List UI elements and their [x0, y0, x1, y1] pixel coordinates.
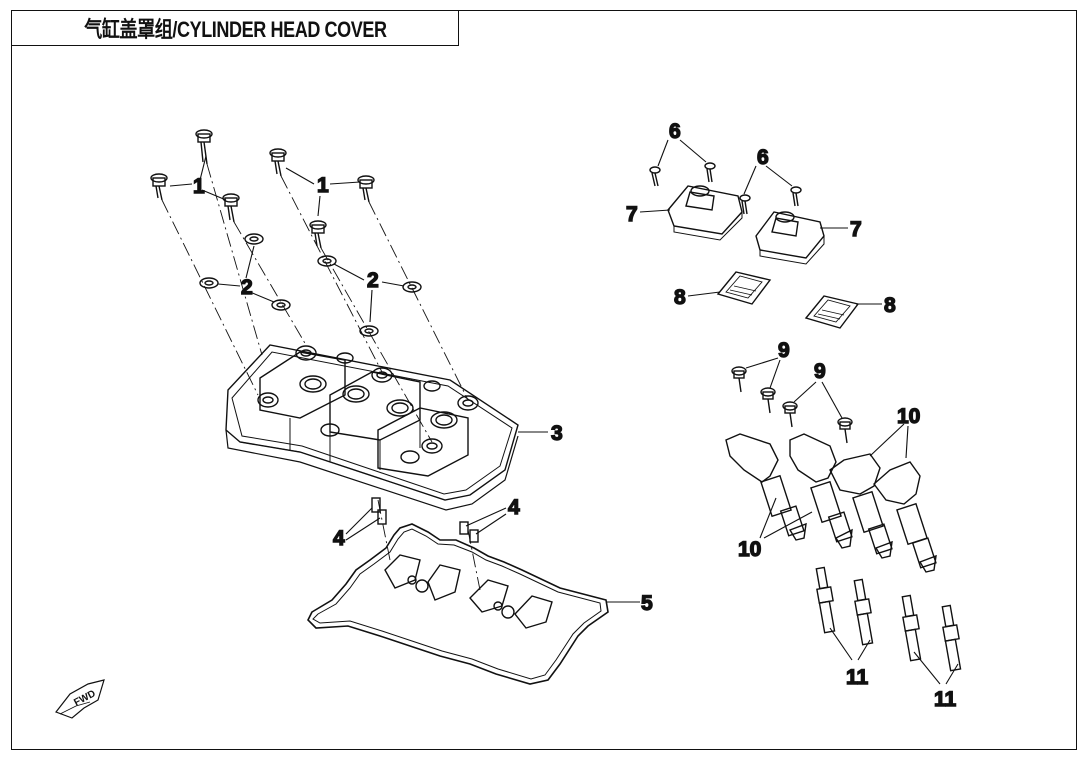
bolt: [195, 129, 213, 165]
callout-10: 10: [738, 538, 761, 561]
bolt: [782, 401, 798, 428]
callout-7: 7: [626, 203, 638, 226]
bolt: [150, 173, 168, 201]
bolt-washers: [199, 233, 422, 337]
callout-3: 3: [551, 422, 563, 445]
callout-9: 9: [778, 339, 790, 362]
ignition-coil: [789, 433, 853, 549]
dowel-pin: [469, 529, 479, 543]
screw: [739, 194, 751, 215]
screw: [790, 186, 802, 207]
cover-plate-left: [667, 185, 743, 235]
callout-2: 2: [241, 276, 253, 299]
cover-gasket: [307, 523, 609, 685]
callout-6: 6: [669, 120, 681, 143]
coil-bolts: [731, 366, 853, 444]
washer: [271, 299, 291, 311]
cover-screws: [649, 162, 802, 215]
spark-plug: [815, 566, 836, 634]
cylinder-head-cover: [225, 344, 519, 511]
callout-6: 6: [757, 146, 769, 169]
callout-11: 11: [846, 666, 869, 689]
dowel-pins: [371, 497, 479, 543]
dowel-pin: [377, 509, 387, 525]
spark-plugs: [815, 566, 962, 672]
page-title: 气缸盖罩组/CYLINDER HEAD COVER: [83, 17, 387, 42]
bolt: [309, 220, 327, 249]
callout-4: 4: [333, 527, 345, 550]
reed-plates: [716, 271, 860, 329]
ignition-coil: [829, 453, 893, 559]
bolt: [760, 387, 776, 414]
callout-7: 7: [850, 218, 862, 241]
bolt: [222, 193, 240, 223]
washer: [359, 325, 379, 337]
spark-plug: [901, 594, 922, 662]
callout-8: 8: [674, 286, 686, 309]
forward-direction-arrow: FWD: [55, 679, 105, 719]
callout-labels: 1 1 2 2 3 4 4 5 6 6 7 7 8 8 9 9 10 10 11…: [192, 119, 957, 711]
callout-10: 10: [897, 405, 920, 428]
bolt: [731, 366, 747, 393]
spark-plug: [941, 604, 962, 672]
callout-2: 2: [367, 269, 379, 292]
drawing-frame: [11, 10, 1077, 750]
bolt: [269, 148, 287, 177]
dowel-pin: [371, 497, 381, 513]
screw: [704, 162, 716, 183]
leader-lines: [169, 139, 959, 685]
callout-9: 9: [814, 360, 826, 383]
washer: [402, 281, 422, 293]
callout-5: 5: [641, 592, 653, 615]
screw: [649, 166, 661, 187]
ignition-coil: [873, 461, 937, 573]
callout-4: 4: [508, 496, 520, 519]
callout-8: 8: [884, 294, 896, 317]
bolt: [357, 175, 375, 203]
cover-bolts: [150, 129, 375, 249]
oil-separator-covers: [667, 185, 825, 265]
bolt: [837, 417, 853, 444]
spark-plug: [853, 578, 874, 646]
title-box: 气缸盖罩组/CYLINDER HEAD COVER: [11, 10, 459, 46]
callout-11: 11: [934, 688, 957, 711]
washer: [199, 277, 219, 289]
dowel-pin: [459, 521, 469, 535]
washer: [244, 233, 264, 245]
callout-1: 1: [317, 174, 329, 197]
callout-1: 1: [193, 175, 205, 198]
